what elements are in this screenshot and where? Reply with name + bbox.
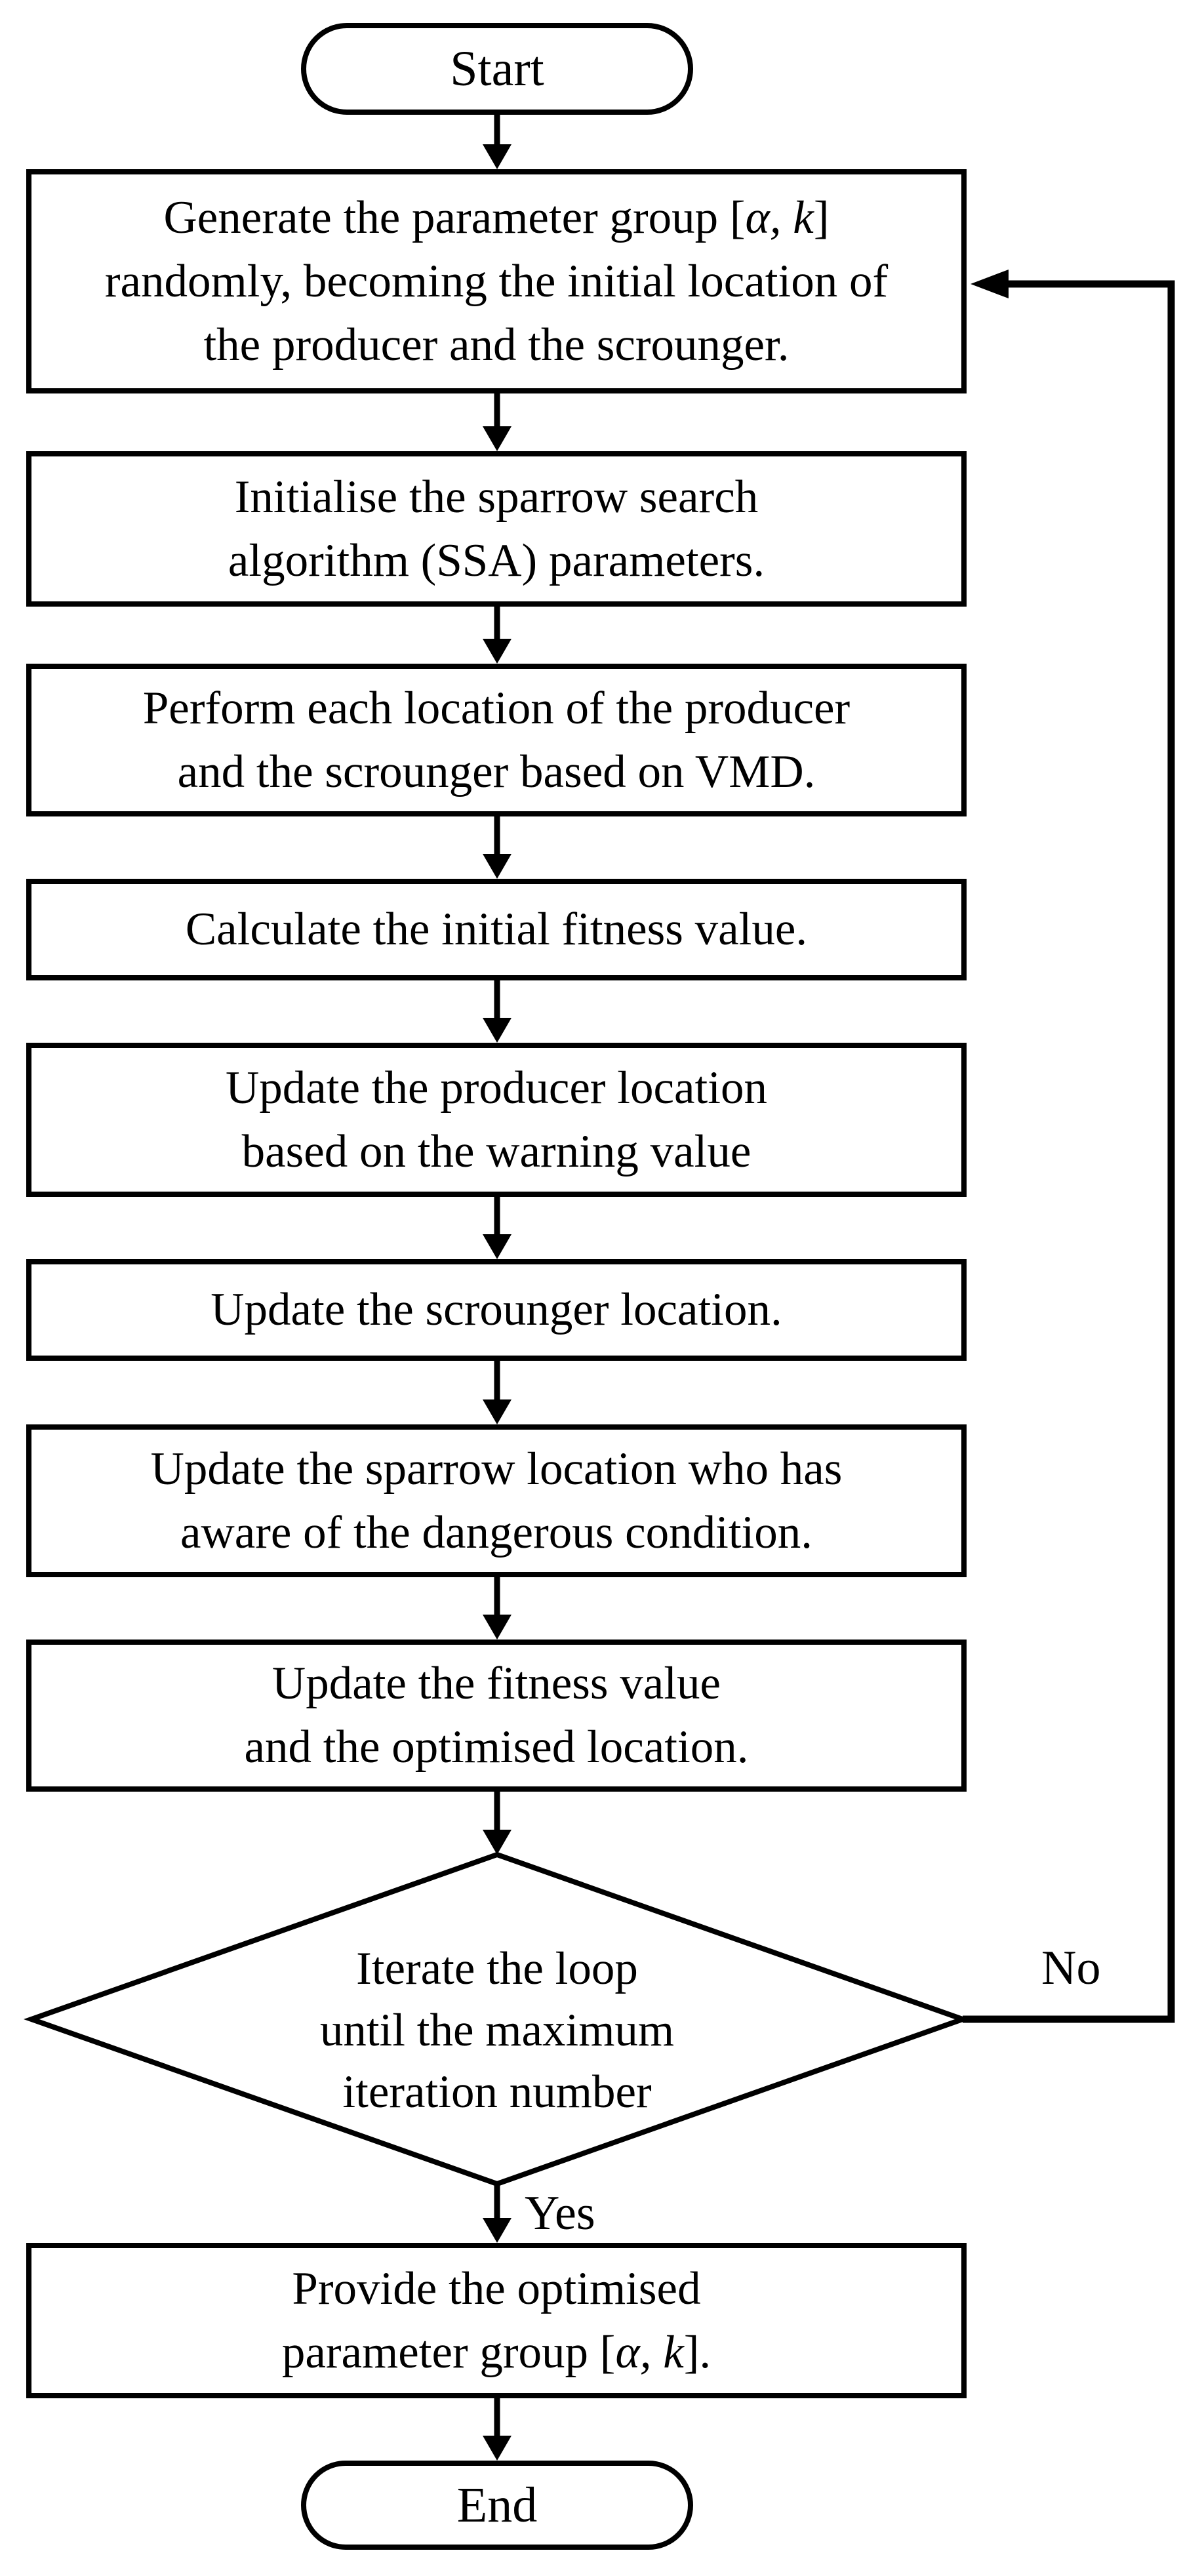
box-text-line: aware of the dangerous condition. — [180, 1506, 813, 1558]
update-fitness-box: Update the fitness value and the optimis… — [26, 1640, 967, 1792]
box-text-line: randomly, becoming the initial location … — [104, 255, 889, 307]
arrow-update-sparrow-to-update-fitness — [483, 1577, 511, 1640]
box-text-line: Update the sparrow location who has — [150, 1443, 843, 1495]
box-text-line: the producer and the scrounger. — [203, 319, 790, 371]
start-label: Start — [450, 41, 544, 96]
no-label: No — [1041, 1941, 1101, 1995]
math-alpha-k: α, k — [745, 191, 814, 243]
box-text-line: Perform each location of the producer — [142, 682, 851, 734]
box-text-line: algorithm (SSA) parameters. — [228, 534, 765, 586]
box-text-line: based on the warning value — [241, 1125, 751, 1177]
initialise-ssa-box: Initialise the sparrow search algorithm … — [26, 451, 967, 607]
arrow-perform-to-calculate — [483, 816, 511, 879]
arrow-update-fitness-to-decision — [483, 1792, 511, 1855]
box-text-line: Provide the optimised — [292, 2263, 701, 2314]
no-branch-arrowhead — [971, 270, 1009, 298]
generate-parameters-box: Generate the parameter group [α, k] rand… — [26, 169, 967, 393]
box-text-line: Update the fitness value — [271, 1658, 721, 1709]
no-branch-line — [963, 270, 1175, 2023]
arrow-generate-to-initialise — [483, 393, 511, 451]
box-text-line: Calculate the initial fitness value. — [185, 904, 808, 955]
box-text-line: Update the scrounger location. — [210, 1284, 782, 1335]
arrow-calculate-to-update-producer — [483, 980, 511, 1043]
update-producer-box: Update the producer location based on th… — [26, 1043, 967, 1197]
box-text-line: and the scrounger based on VMD. — [177, 746, 816, 797]
arrow-update-scrounger-to-update-sparrow — [483, 1361, 511, 1424]
math-alpha-k: α, k — [615, 2326, 684, 2378]
yes-label: Yes — [525, 2186, 595, 2240]
box-text-line: and the optimised location. — [244, 1721, 749, 1773]
end-terminator: End — [301, 2461, 693, 2550]
arrow-provide-to-end — [483, 2398, 511, 2461]
update-sparrow-box: Update the sparrow location who has awar… — [26, 1424, 967, 1577]
decision-text-line: iteration number — [342, 2066, 652, 2118]
arrow-initialise-to-perform — [483, 607, 511, 664]
box-text-line: parameter group [α, k]. — [281, 2326, 711, 2378]
decision-label: Iterate the loop until the maximum itera… — [104, 1938, 891, 2123]
arrow-decision-to-provide — [483, 2184, 511, 2243]
arrow-start-to-generate — [483, 115, 511, 169]
decision-text-line: Iterate the loop — [356, 1943, 638, 1994]
calculate-fitness-box: Calculate the initial fitness value. — [26, 879, 967, 980]
box-text-line: Update the producer location — [225, 1062, 768, 1114]
box-text-line: Initialise the sparrow search — [234, 471, 759, 523]
start-terminator: Start — [301, 23, 693, 115]
provide-parameters-box: Provide the optimised parameter group [α… — [26, 2243, 967, 2398]
update-scrounger-box: Update the scrounger location. — [26, 1259, 967, 1361]
perform-vmd-box: Perform each location of the producer an… — [26, 664, 967, 816]
arrow-update-producer-to-update-scrounger — [483, 1197, 511, 1259]
decision-text-line: until the maximum — [319, 2005, 675, 2056]
box-text-line: Generate the parameter group [α, k] — [163, 191, 830, 243]
end-label: End — [456, 2477, 538, 2533]
